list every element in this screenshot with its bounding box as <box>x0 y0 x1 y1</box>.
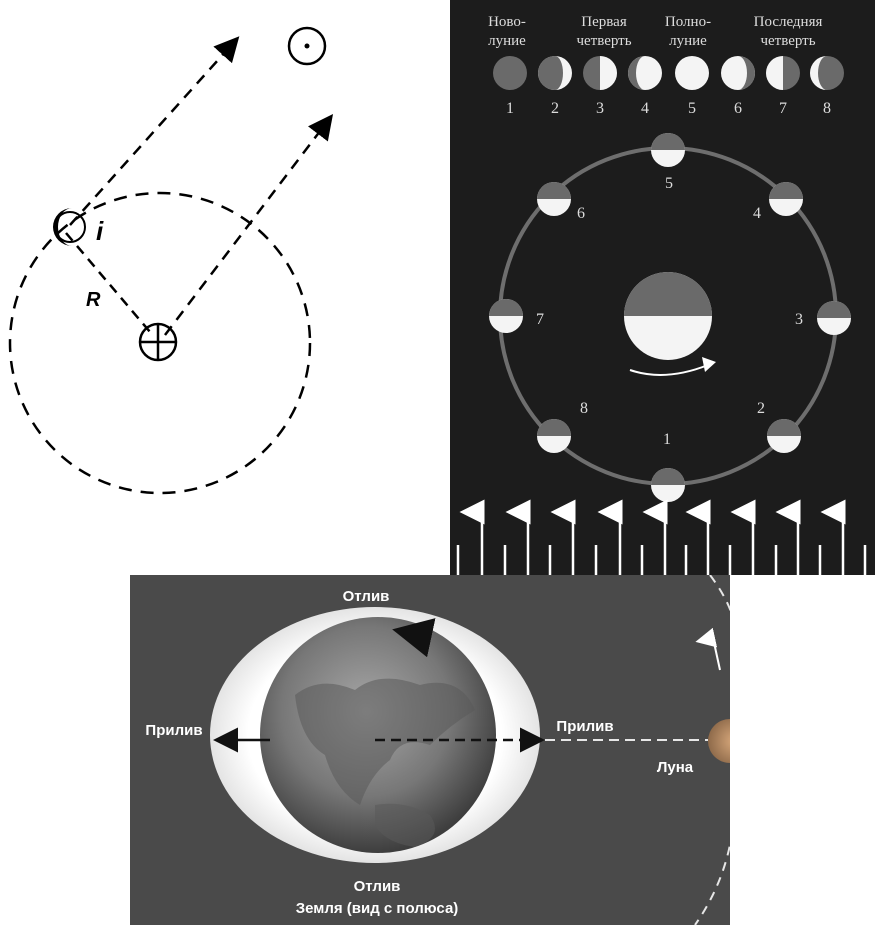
header-first-quarter-line1: Первая <box>581 14 627 30</box>
row-number-3: 3 <box>596 100 604 117</box>
header-first-quarter-line2: четверть <box>576 33 631 49</box>
phase-6-waning-gibbous <box>721 56 755 90</box>
label-moon: Луна <box>657 759 694 776</box>
orbit-number-1: 1 <box>663 431 671 448</box>
orbit-moon-1 <box>651 468 685 502</box>
row-number-1: 1 <box>506 100 514 117</box>
row-number-7: 7 <box>779 100 787 117</box>
orbit-sketch-panel: i R <box>0 0 440 520</box>
orbit-number-2: 2 <box>757 400 765 417</box>
earth-symbol-icon <box>140 324 176 360</box>
header-full-moon-line2: луние <box>669 33 707 49</box>
moon-crescent-icon <box>53 208 85 246</box>
header-full-moon-line1: Полно- <box>665 14 711 30</box>
sun-ray-2 <box>165 118 330 335</box>
phase-8-waning-crescent <box>810 56 844 90</box>
row-number-2: 2 <box>551 100 559 117</box>
moon-phases-panel: Ново- луние Первая четверть Полно- луние… <box>450 0 875 575</box>
phase-2-waxing-crescent <box>538 56 572 90</box>
moon-phases-diagram: Ново- луние Первая четверть Полно- луние… <box>450 0 875 575</box>
phase-1-new-moon <box>493 56 527 90</box>
orbit-number-5: 5 <box>665 175 673 192</box>
phase-4-waxing-gibbous <box>628 56 662 90</box>
tides-diagram: Отлив Прилив Прилив Отлив Земля (вид с п… <box>130 575 730 925</box>
orbit-moon-3 <box>817 301 851 335</box>
orbit-moon-6 <box>537 182 571 216</box>
label-high-tide-left: Прилив <box>145 722 202 739</box>
header-new-moon-line2: луние <box>488 33 526 49</box>
orbit-sketch: i R <box>0 0 440 520</box>
orbit-number-4: 4 <box>753 205 761 222</box>
header-new-moon-line1: Ново- <box>488 14 526 30</box>
row-number-6: 6 <box>734 100 742 117</box>
sun-ray-1 <box>70 40 236 225</box>
label-low-tide-bottom: Отлив <box>354 878 401 895</box>
orbit-moon-2 <box>767 419 801 453</box>
header-last-quarter-line1: Последняя <box>754 14 823 30</box>
radius-label: R <box>86 289 101 311</box>
orbit-moon-4 <box>769 182 803 216</box>
row-number-4: 4 <box>641 100 649 117</box>
sun-symbol-icon <box>289 28 325 64</box>
inclination-label: i <box>96 216 104 246</box>
phase-3-first-quarter <box>583 56 617 90</box>
orbit-moon-8 <box>537 419 571 453</box>
orbit-moon-5 <box>651 133 685 167</box>
row-number-8: 8 <box>823 100 831 117</box>
orbit-number-3: 3 <box>795 311 803 328</box>
phase-7-last-quarter <box>766 56 800 90</box>
earth-center <box>624 272 712 360</box>
tides-panel: Отлив Прилив Прилив Отлив Земля (вид с п… <box>130 575 730 925</box>
orbit-number-8: 8 <box>580 400 588 417</box>
label-earth-caption: Земля (вид с полюса) <box>296 900 459 917</box>
phase-5-full-moon <box>675 56 709 90</box>
header-last-quarter-line2: четверть <box>760 33 815 49</box>
orbit-number-6: 6 <box>577 205 585 222</box>
radius-line <box>66 233 150 332</box>
row-number-5: 5 <box>688 100 696 117</box>
orbit-moon-7 <box>489 299 523 333</box>
label-high-tide-right: Прилив <box>556 718 613 735</box>
label-low-tide-top: Отлив <box>343 588 390 605</box>
orbit-number-7: 7 <box>536 311 544 328</box>
